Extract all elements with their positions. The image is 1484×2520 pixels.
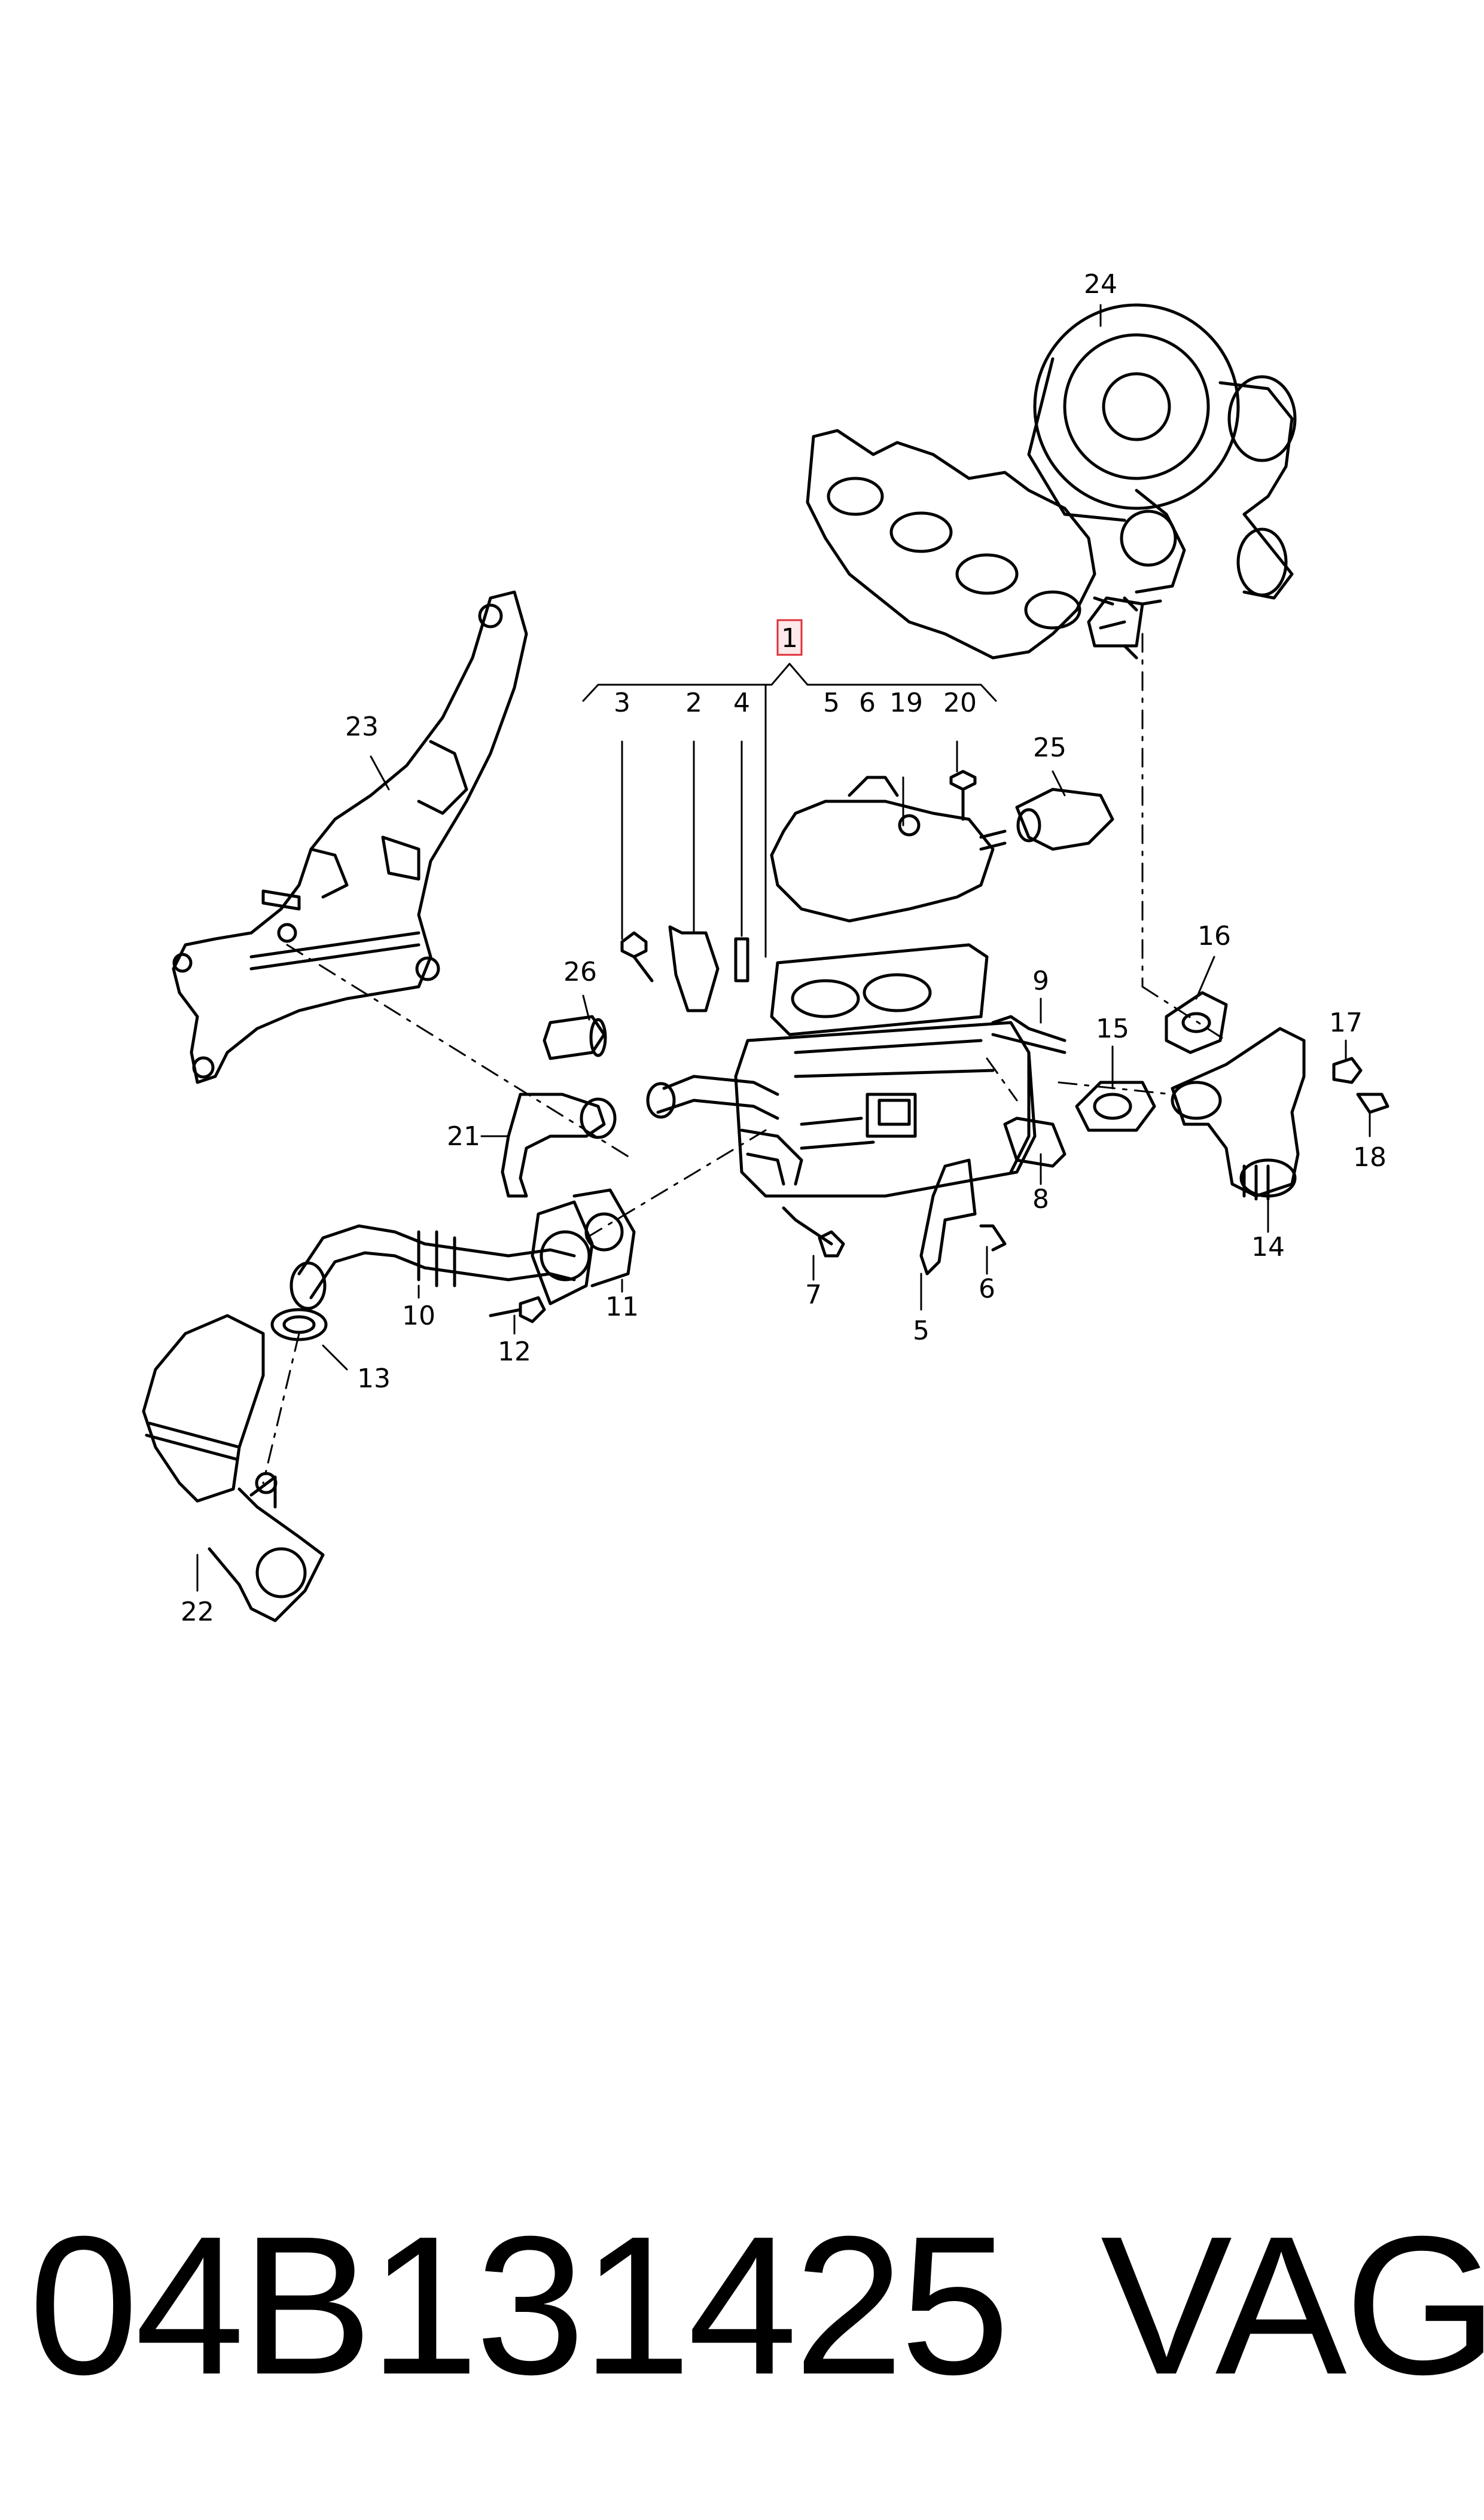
brand-name: VAG [1101,2195,1484,2415]
callout-1-highlight [776,619,803,656]
egr-cooler-assembly [734,776,1037,1198]
callout-15: 15 [1096,1014,1129,1044]
callout-18: 18 [1353,1142,1387,1173]
callout-7: 7 [805,1280,822,1310]
callout-25: 25 [1033,733,1066,763]
callout-6: 6 [979,1274,995,1304]
callout-14: 14 [1251,1232,1285,1262]
part-number: 04B131425 [29,2195,1010,2415]
callout-3: 3 [614,688,630,718]
callout-9: 9 [1032,966,1049,996]
callout-6-top: 6 [859,688,876,718]
callout-5-top: 5 [823,688,840,718]
callout-17: 17 [1329,1008,1363,1038]
intake-pipe [142,1308,328,1622]
turbocharger-manifold [806,303,1297,660]
callout-24: 24 [1084,269,1117,300]
callout-11: 11 [605,1292,639,1322]
callout-8: 8 [1032,1184,1049,1215]
callout-13: 13 [357,1363,391,1394]
callout-12: 12 [498,1337,531,1367]
callout-20: 20 [943,688,977,718]
leader-lines [196,304,1371,1592]
alignment-lines [262,633,1227,1484]
callout-26: 26 [563,957,597,987]
egr-pipe [290,1188,636,1310]
callout-22: 22 [181,1597,214,1627]
callout-21: 21 [447,1121,480,1152]
fasteners [489,770,1114,1323]
callout-4: 4 [733,688,750,718]
callout-10: 10 [402,1301,435,1331]
outlet-elbow [1075,991,1389,1201]
callout-1: 1 [781,623,798,654]
callout-2: 2 [685,688,702,718]
cooler-pipe [501,1075,803,1198]
callout-16: 16 [1197,921,1231,951]
callout-labels: 1 2 3 4 5 6 19 20 24 23 25 26 9 16 15 17… [181,269,1387,1627]
callout-5: 5 [913,1316,930,1346]
callout-23: 23 [345,712,379,742]
support-bracket [172,590,528,1084]
callout-19: 19 [889,688,923,718]
